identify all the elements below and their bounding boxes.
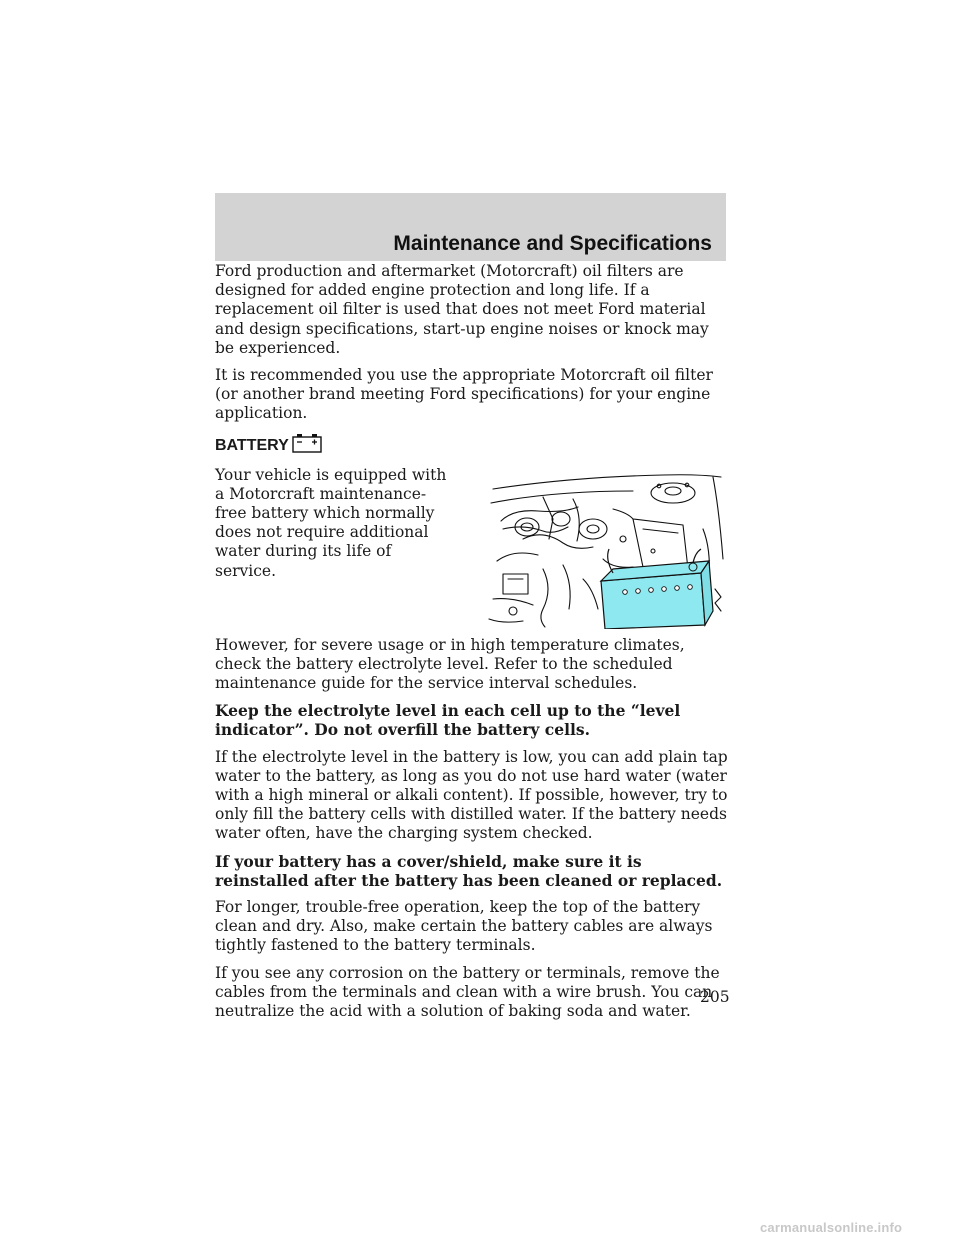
- oil-filter-paragraph-1: Ford production and aftermarket (Motorcr…: [215, 262, 709, 357]
- highlighted-battery: [599, 548, 714, 629]
- battery-icon: [292, 433, 322, 453]
- section-title: Maintenance and Specifications: [393, 232, 712, 255]
- page-number: 205: [700, 988, 730, 1006]
- section-header-band: Maintenance and Specifications: [215, 193, 726, 261]
- cover-shield-warning: If your battery has a cover/shield, make…: [215, 851, 723, 890]
- electrolyte-level-warning: Keep the electrolyte level in each cell …: [215, 701, 681, 740]
- battery-intro-paragraph: Your vehicle is equipped with a Motorcra…: [215, 465, 447, 580]
- keep-clean-paragraph: For longer, trouble-free operation, keep…: [215, 898, 713, 955]
- battery-heading: BATTERY: [215, 433, 730, 458]
- watermark: carmanualsonline.info: [760, 1220, 903, 1235]
- electrolyte-check-paragraph: However, for severe usage or in high tem…: [215, 635, 685, 693]
- battery-heading-text: BATTERY: [215, 436, 289, 454]
- oil-filter-paragraph-2: It is recommended you use the appropriat…: [215, 366, 713, 423]
- add-water-paragraph: If the electrolyte level in the battery …: [215, 747, 728, 843]
- engine-compartment-battery-illustration: [488, 473, 724, 629]
- battery-intro-row: Your vehicle is equipped with a Motorcra…: [215, 466, 730, 629]
- page-content: Ford production and aftermarket (Motorcr…: [215, 262, 730, 1029]
- corrosion-paragraph: If you see any corrosion on the battery …: [215, 963, 720, 1021]
